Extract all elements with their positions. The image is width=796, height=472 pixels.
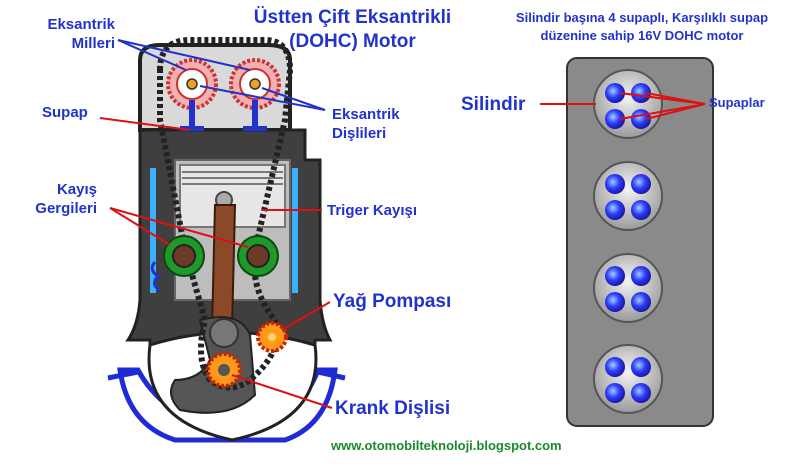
label-kayis-gergileri: Kayış Gergileri (35, 181, 97, 217)
belt-tensioner-left (163, 235, 205, 277)
valve (605, 83, 625, 103)
valve (631, 83, 651, 103)
engine-cross-section (107, 37, 346, 443)
valve (605, 109, 625, 129)
label-supap: Supap (42, 104, 88, 121)
valve (631, 174, 651, 194)
connecting-rod (210, 204, 237, 331)
valve (631, 292, 651, 312)
head-block (566, 57, 714, 427)
label-yag-pompasi: Yağ Pompası (333, 291, 452, 312)
right-note: Silindir başına 4 supaplı, Karşılıklı su… (492, 9, 792, 45)
pointer-lines-left (99, 39, 333, 409)
label-eksantrik-milleri: Eksantrik Milleri (47, 16, 115, 52)
valve (631, 357, 651, 377)
label-eksantrik-dislileri: Eksantrik Dişlileri (332, 106, 400, 142)
cylinder-head-topview (566, 57, 714, 427)
valve (631, 200, 651, 220)
pointer-lines-right (540, 92, 706, 120)
tensioner-spring (150, 261, 161, 292)
label-krank-dislisi: Krank Dişlisi (335, 398, 451, 419)
belt-tensioner-right (237, 235, 279, 277)
coolant-passage-right (292, 168, 298, 293)
valve (631, 266, 651, 286)
crank-journal (209, 318, 239, 348)
cylinder-3 (593, 253, 663, 323)
website-url[interactable]: www.otomobilteknoloji.blogspot.com (331, 438, 562, 453)
valve (605, 200, 625, 220)
valve (605, 383, 625, 403)
camshaft-gear-left (166, 58, 218, 110)
valve (605, 292, 625, 312)
cylinder-1 (593, 69, 663, 139)
valve-left (180, 100, 204, 131)
crankshaft-gear (206, 352, 242, 388)
right-note-line-1: Silindir başına 4 supaplı, Karşılıklı su… (515, 10, 769, 25)
block-mount-left (107, 369, 139, 381)
valve (605, 357, 625, 377)
valve (605, 174, 625, 194)
valve-right (243, 100, 267, 131)
coolant-passage-left (150, 168, 156, 293)
oil-pump-gear (256, 321, 288, 353)
valve (605, 266, 625, 286)
cylinder-2 (593, 161, 663, 231)
label-silindir: Silindir (461, 94, 526, 115)
valve (631, 383, 651, 403)
timing-belt (157, 37, 294, 391)
label-supaplar: Supaplar (709, 95, 765, 110)
right-note-line-2: düzenine sahip 16V DOHC motor (540, 28, 744, 43)
label-triger-kayisi: Triger Kayışı (327, 202, 418, 219)
title-line-1: Üstten Çift Eksantrikli (253, 7, 452, 28)
cylinder-4 (593, 344, 663, 414)
title: Üstten Çift Eksantrikli (DOHC) Motor (245, 6, 460, 54)
block-mount-right (317, 369, 346, 381)
title-line-2: (DOHC) Motor (289, 31, 416, 52)
